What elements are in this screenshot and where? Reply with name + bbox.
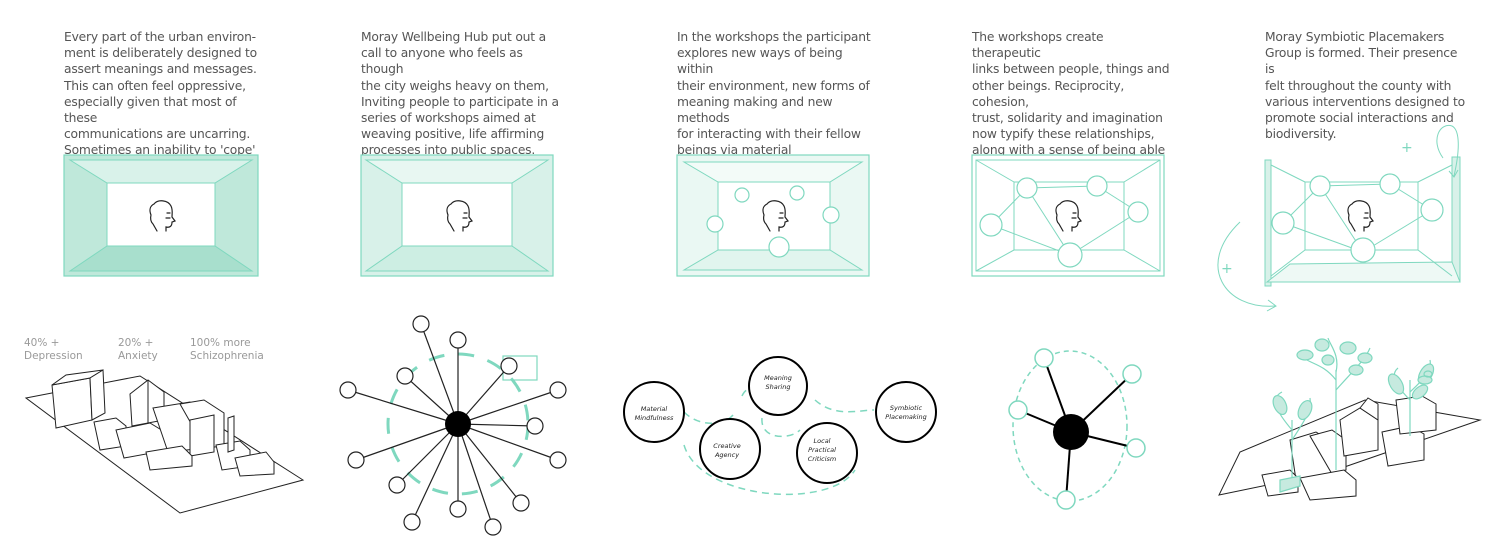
room-diagram-1 — [63, 154, 259, 277]
node-creative — [699, 418, 761, 480]
caption-stage-1: Every part of the urban environ- ment is… — [64, 30, 257, 174]
node-meaning — [748, 356, 808, 416]
room-diagram-4 — [971, 154, 1165, 277]
node-material — [623, 381, 685, 443]
curved-arrow-icon — [1217, 221, 1276, 307]
isometric-city-2 — [1218, 395, 1482, 501]
ring-network — [1008, 348, 1146, 510]
plants — [1272, 337, 1435, 493]
stat-depression: 40% + Depression — [24, 337, 83, 362]
room-diagram-5 — [1217, 124, 1461, 312]
plus-mark: + — [1401, 140, 1413, 156]
node-criticism — [796, 422, 858, 484]
isometric-city-1 — [24, 369, 305, 514]
stat-schizophrenia: 100% more Schizophrenia — [190, 337, 264, 362]
face-icon — [1347, 200, 1374, 232]
star-network — [339, 315, 567, 536]
plus-mark: + — [1221, 261, 1233, 277]
stat-anxiety: 20% + Anxiety — [118, 337, 158, 362]
room-diagram-2 — [360, 154, 554, 277]
bee-icon — [1417, 370, 1433, 385]
caption-stage-2: Moray Wellbeing Hub put out a call to an… — [361, 30, 559, 158]
room-diagram-3 — [676, 154, 870, 277]
caption-stage-5: Moray Symbiotic Placemakers Group is for… — [1265, 30, 1465, 142]
node-symbiotic — [875, 381, 937, 443]
curved-arrow-icon — [1436, 124, 1459, 177]
caption-stage-3: In the workshops the participant explore… — [677, 30, 871, 174]
